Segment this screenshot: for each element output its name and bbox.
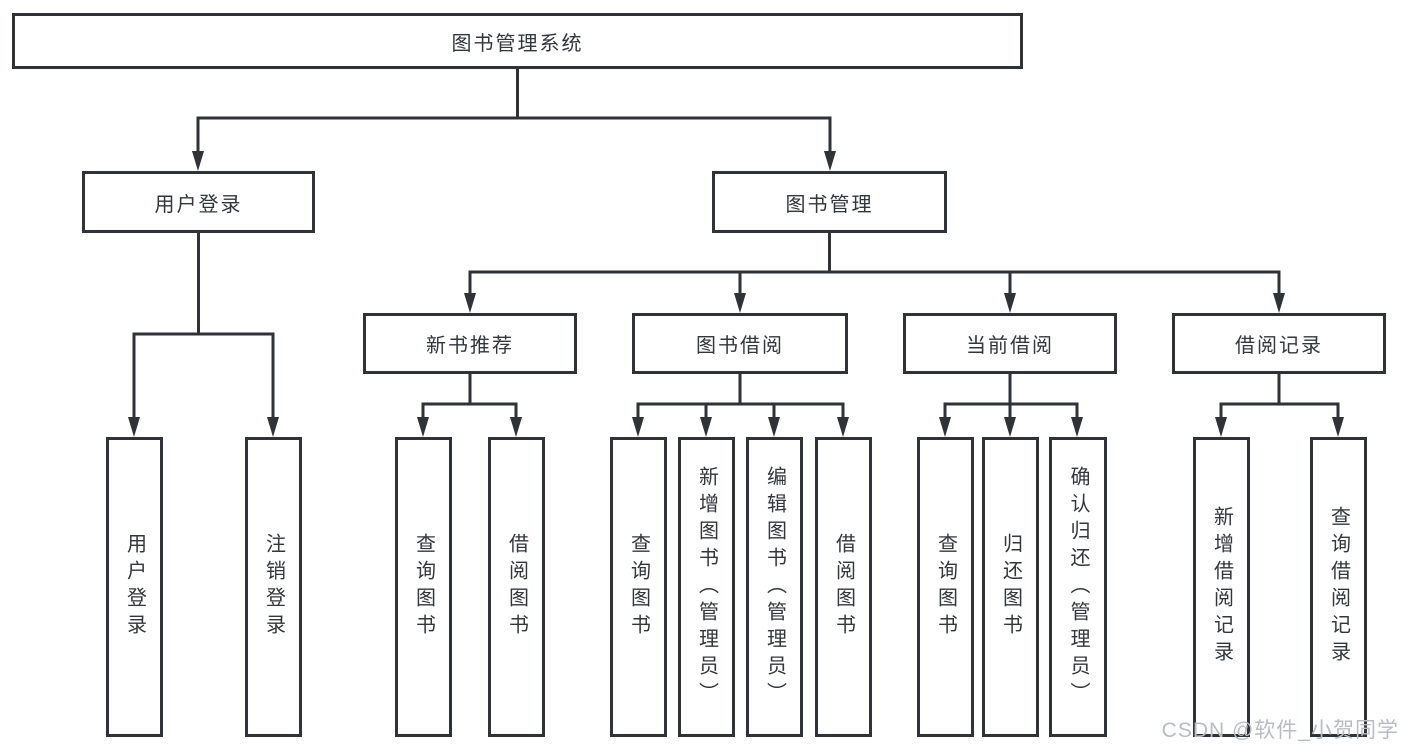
connector-root (192, 69, 836, 171)
node-leaf-logout: 注销登录 (245, 437, 302, 737)
connector-book-borrow (632, 374, 849, 437)
node-leaf-confirm-return-admin: 确认归还（管理员） (1049, 437, 1107, 737)
node-leaf-query-book-current: 查询图书 (917, 437, 974, 737)
node-borrow-records-label: 借阅记录 (1235, 335, 1323, 357)
arrowhead (1004, 293, 1016, 313)
node-leaf-borrow-book: 借阅图书 (815, 437, 872, 737)
arrowhead (510, 417, 522, 437)
node-new-book-recommend-label: 新书推荐 (426, 335, 514, 357)
arrowhead (768, 417, 780, 437)
node-current-borrow-label: 当前借阅 (966, 335, 1054, 357)
node-book-borrow: 图书借阅 (632, 313, 848, 374)
arrowhead (837, 417, 849, 437)
node-leaf-borrow-book-recommend: 借阅图书 (488, 437, 545, 737)
arrowhead (1273, 293, 1285, 313)
node-new-book-recommend: 新书推荐 (363, 313, 577, 374)
node-leaf-query-book-recommend: 查询图书 (395, 437, 452, 737)
arrowhead (1332, 417, 1344, 437)
connector-borrow-records (1215, 374, 1344, 437)
node-user-login: 用户登录 (82, 171, 315, 233)
node-current-borrow: 当前借阅 (903, 313, 1117, 374)
node-user-login-label: 用户登录 (154, 193, 243, 216)
connector-user-login (128, 233, 279, 437)
connector-new-book-recommend (417, 374, 522, 437)
arrowhead (939, 417, 951, 437)
arrowhead (464, 293, 476, 313)
node-root: 图书管理系统 (12, 13, 1023, 69)
watermark: CSDN @软件_小贺同学 (1161, 719, 1399, 742)
arrowhead (1071, 417, 1083, 437)
connector-book-management (464, 233, 1285, 313)
arrowhead (192, 151, 204, 171)
node-leaf-user-login: 用户登录 (106, 437, 163, 737)
node-book-management: 图书管理 (712, 171, 947, 233)
node-borrow-records: 借阅记录 (1172, 313, 1386, 374)
connector-current-borrow (939, 374, 1083, 437)
arrowhead (734, 293, 746, 313)
arrowhead (1004, 417, 1016, 437)
arrowhead (824, 151, 836, 171)
node-leaf-add-book-admin: 新增图书（管理员） (678, 437, 735, 737)
node-leaf-query-book-borrow: 查询图书 (610, 437, 667, 737)
arrowhead (1215, 417, 1227, 437)
arrowhead (267, 417, 279, 437)
arrowhead (417, 417, 429, 437)
node-leaf-return-book: 归还图书 (982, 437, 1039, 737)
arrowhead (128, 417, 140, 437)
node-root-label: 图书管理系统 (451, 32, 584, 55)
arrowhead (632, 417, 644, 437)
node-book-borrow-label: 图书借阅 (696, 335, 784, 357)
node-book-management-label: 图书管理 (785, 193, 874, 216)
arrowhead (700, 417, 712, 437)
node-leaf-query-borrow-record: 查询借阅记录 (1310, 437, 1367, 737)
node-leaf-edit-book-admin: 编辑图书（管理员） (746, 437, 803, 737)
node-leaf-add-borrow-record: 新增借阅记录 (1193, 437, 1250, 737)
